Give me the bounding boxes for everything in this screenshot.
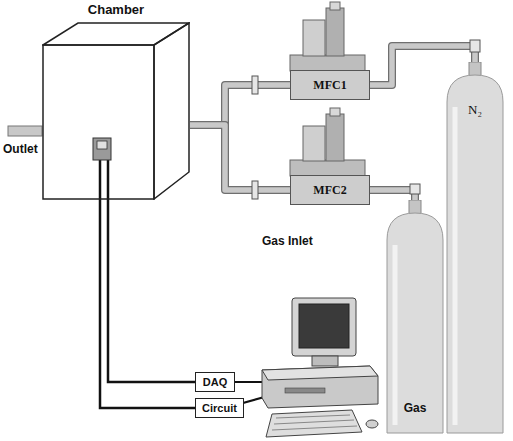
sensor-wire — [100, 158, 108, 200]
mfc-cap — [330, 108, 340, 116]
gas-pipe — [190, 85, 290, 125]
valve — [252, 181, 258, 199]
cylinder-neck — [469, 62, 481, 76]
cylinder-outline — [385, 200, 445, 435]
node-label: Circuit — [202, 402, 237, 414]
disk-drive — [285, 388, 325, 393]
computer-case — [262, 366, 378, 408]
cylinder-outline — [445, 62, 505, 435]
pipe-core — [190, 125, 290, 190]
wire-line — [108, 200, 195, 382]
keyboard-keys — [272, 415, 357, 430]
monitor-screen — [299, 304, 349, 348]
inlet-label: Gas Inlet — [262, 234, 313, 248]
monitor — [292, 298, 356, 356]
node-label: MFC1 — [313, 78, 346, 93]
mass-flow-controller: MFC2 — [290, 175, 370, 205]
cylinder-body — [387, 213, 443, 433]
daq-box: DAQ — [195, 372, 235, 392]
gas-pipe — [190, 125, 290, 190]
mfc-cap — [330, 2, 340, 10]
computer-case-top — [262, 366, 378, 380]
valve — [410, 184, 420, 194]
chamber-top — [43, 23, 189, 45]
chamber-front — [43, 45, 154, 199]
gas-pipe — [370, 190, 415, 200]
mfc-base — [290, 55, 365, 71]
cylinder-shine — [453, 107, 458, 425]
valve — [470, 40, 480, 52]
keyboard — [266, 410, 362, 437]
cylinder-body — [447, 75, 503, 433]
signal-wire — [108, 200, 195, 382]
mfc-base — [290, 160, 365, 176]
mfc-tower — [326, 114, 344, 161]
pipe-core — [190, 85, 290, 125]
node-label: N₂ — [445, 102, 505, 118]
chamber-outline — [42, 22, 190, 200]
cylinder-neck — [409, 200, 421, 214]
sensor-window — [97, 141, 107, 149]
outlet-label: Outlet — [3, 142, 38, 156]
node-label: MFC2 — [313, 183, 346, 198]
pipe-core — [370, 190, 415, 200]
mass-flow-controller: MFC1 — [290, 70, 370, 100]
signal-wire — [100, 200, 195, 408]
mfc-tower — [303, 126, 325, 161]
gas-cylinder: N₂ — [445, 62, 505, 435]
gas-cylinder: Gas — [385, 200, 445, 435]
node-label: DAQ — [203, 376, 227, 388]
chamber-side — [154, 23, 189, 199]
node-label: Gas — [385, 401, 445, 415]
wire-line — [100, 200, 195, 408]
gas-sensor — [93, 138, 111, 160]
pipe-outline — [190, 85, 290, 125]
pipe-outline — [190, 125, 290, 190]
mfc-tower — [303, 20, 325, 56]
circuit-box: Circuit — [195, 398, 244, 418]
monitor-stand — [312, 356, 338, 366]
node-heading: Chamber — [42, 2, 190, 17]
pipe-outline — [370, 190, 415, 200]
valve — [252, 76, 258, 94]
mouse — [366, 420, 378, 428]
outlet-pipe — [8, 126, 42, 136]
chamber: Chamber — [42, 22, 190, 200]
cylinder-shine — [393, 245, 398, 425]
mfc-tower — [326, 8, 344, 56]
